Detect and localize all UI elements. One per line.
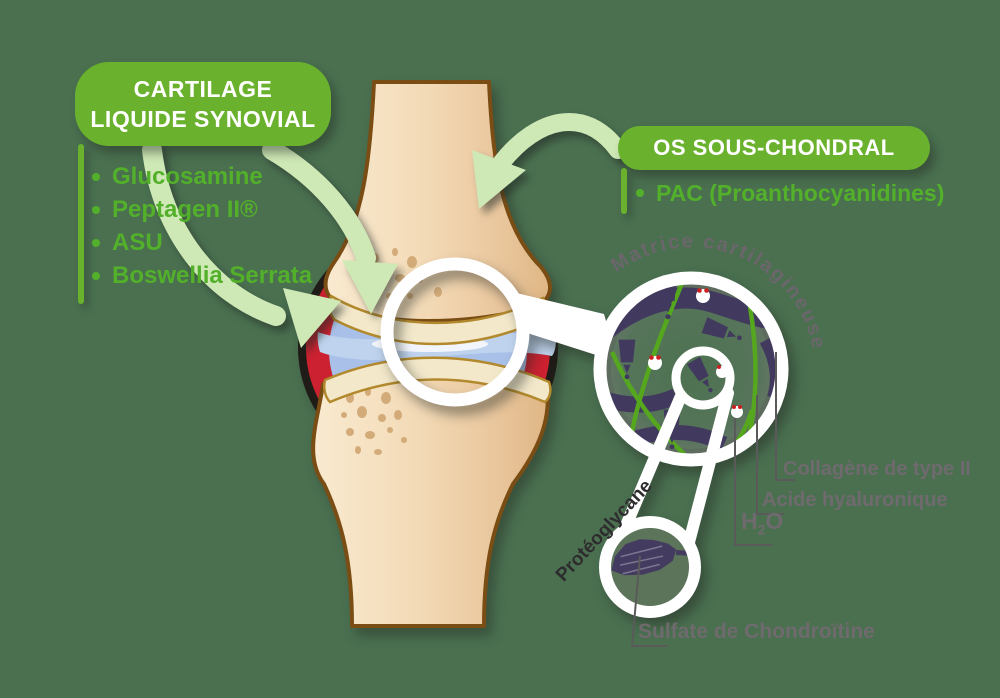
subchondral-ingredients-list: PAC (Proanthocyanidines) bbox=[636, 178, 944, 208]
lens-connector-band bbox=[504, 290, 618, 362]
tibia-speckles bbox=[341, 388, 407, 455]
list-item: PAC (Proanthocyanidines) bbox=[636, 178, 944, 208]
ingredient-label: Boswellia Serrata bbox=[112, 261, 313, 289]
hyaluronic-connector bbox=[756, 395, 784, 515]
joint-lens-ring bbox=[380, 257, 530, 407]
collagen-connector bbox=[775, 352, 795, 481]
matrix-lens-ring bbox=[593, 271, 789, 467]
bullet-dot bbox=[92, 271, 100, 280]
bullet-dot bbox=[92, 172, 100, 181]
magnifier-group bbox=[380, 257, 789, 618]
loop-band-left bbox=[616, 390, 687, 541]
water-subscript: 2 bbox=[757, 521, 766, 538]
loop-band-right bbox=[682, 387, 734, 552]
cartilage-ingredients-list: Glucosamine Peptagen II® ASU Boswellia S… bbox=[92, 160, 312, 292]
cartilage-callout-line1: CARTILAGE bbox=[133, 76, 273, 102]
ingredient-label: Peptagen II® bbox=[112, 195, 258, 223]
proteoglycan-lens-ring bbox=[599, 516, 701, 618]
water-molecules bbox=[648, 288, 743, 418]
tibia-cartilage bbox=[322, 356, 552, 404]
list-item: Peptagen II® bbox=[92, 193, 312, 226]
right-callout-stem bbox=[621, 168, 627, 214]
hyaluronic-acid-label: Acide hyaluronique bbox=[762, 489, 948, 511]
water-o: O bbox=[765, 508, 784, 534]
subchondral-callout-box: OS SOUS-CHONDRAL bbox=[618, 126, 930, 170]
water-h: H bbox=[741, 508, 758, 534]
water-label: H2O bbox=[741, 508, 783, 538]
ingredient-label: ASU bbox=[112, 228, 163, 256]
bullet-dot bbox=[92, 238, 100, 247]
chondroitin-connector bbox=[630, 555, 668, 647]
proteoglycan-detail bbox=[611, 539, 690, 576]
ingredient-label: Glucosamine bbox=[112, 162, 263, 190]
arrow-left-outer bbox=[142, 140, 341, 348]
arrows bbox=[142, 113, 627, 348]
water-connector bbox=[734, 418, 772, 546]
arrow-right bbox=[472, 113, 627, 209]
list-item: ASU bbox=[92, 226, 312, 259]
list-item: Boswellia Serrata bbox=[92, 259, 312, 292]
cartilage-callout-line2: LIQUIDE SYNOVIAL bbox=[90, 106, 316, 132]
arrow-left-inner bbox=[262, 140, 398, 314]
label-connectors bbox=[630, 352, 795, 647]
bullet-dot bbox=[636, 189, 644, 197]
chondroitin-sulfate-label: Sulfate de Chondroïtine bbox=[638, 620, 875, 643]
subchondral-callout-title: OS SOUS-CHONDRAL bbox=[653, 135, 895, 160]
left-callout-stem bbox=[78, 144, 84, 304]
tibia-bone bbox=[311, 361, 550, 628]
collagen-label: Collagène de type II bbox=[783, 458, 971, 480]
inner-highlight-ring bbox=[671, 346, 735, 410]
bullet-dot bbox=[92, 205, 100, 214]
list-item: Glucosamine bbox=[92, 160, 312, 193]
ingredient-label: PAC (Proanthocyanidines) bbox=[656, 179, 945, 206]
cartilage-callout-box: CARTILAGE LIQUIDE SYNOVIAL bbox=[75, 62, 331, 146]
